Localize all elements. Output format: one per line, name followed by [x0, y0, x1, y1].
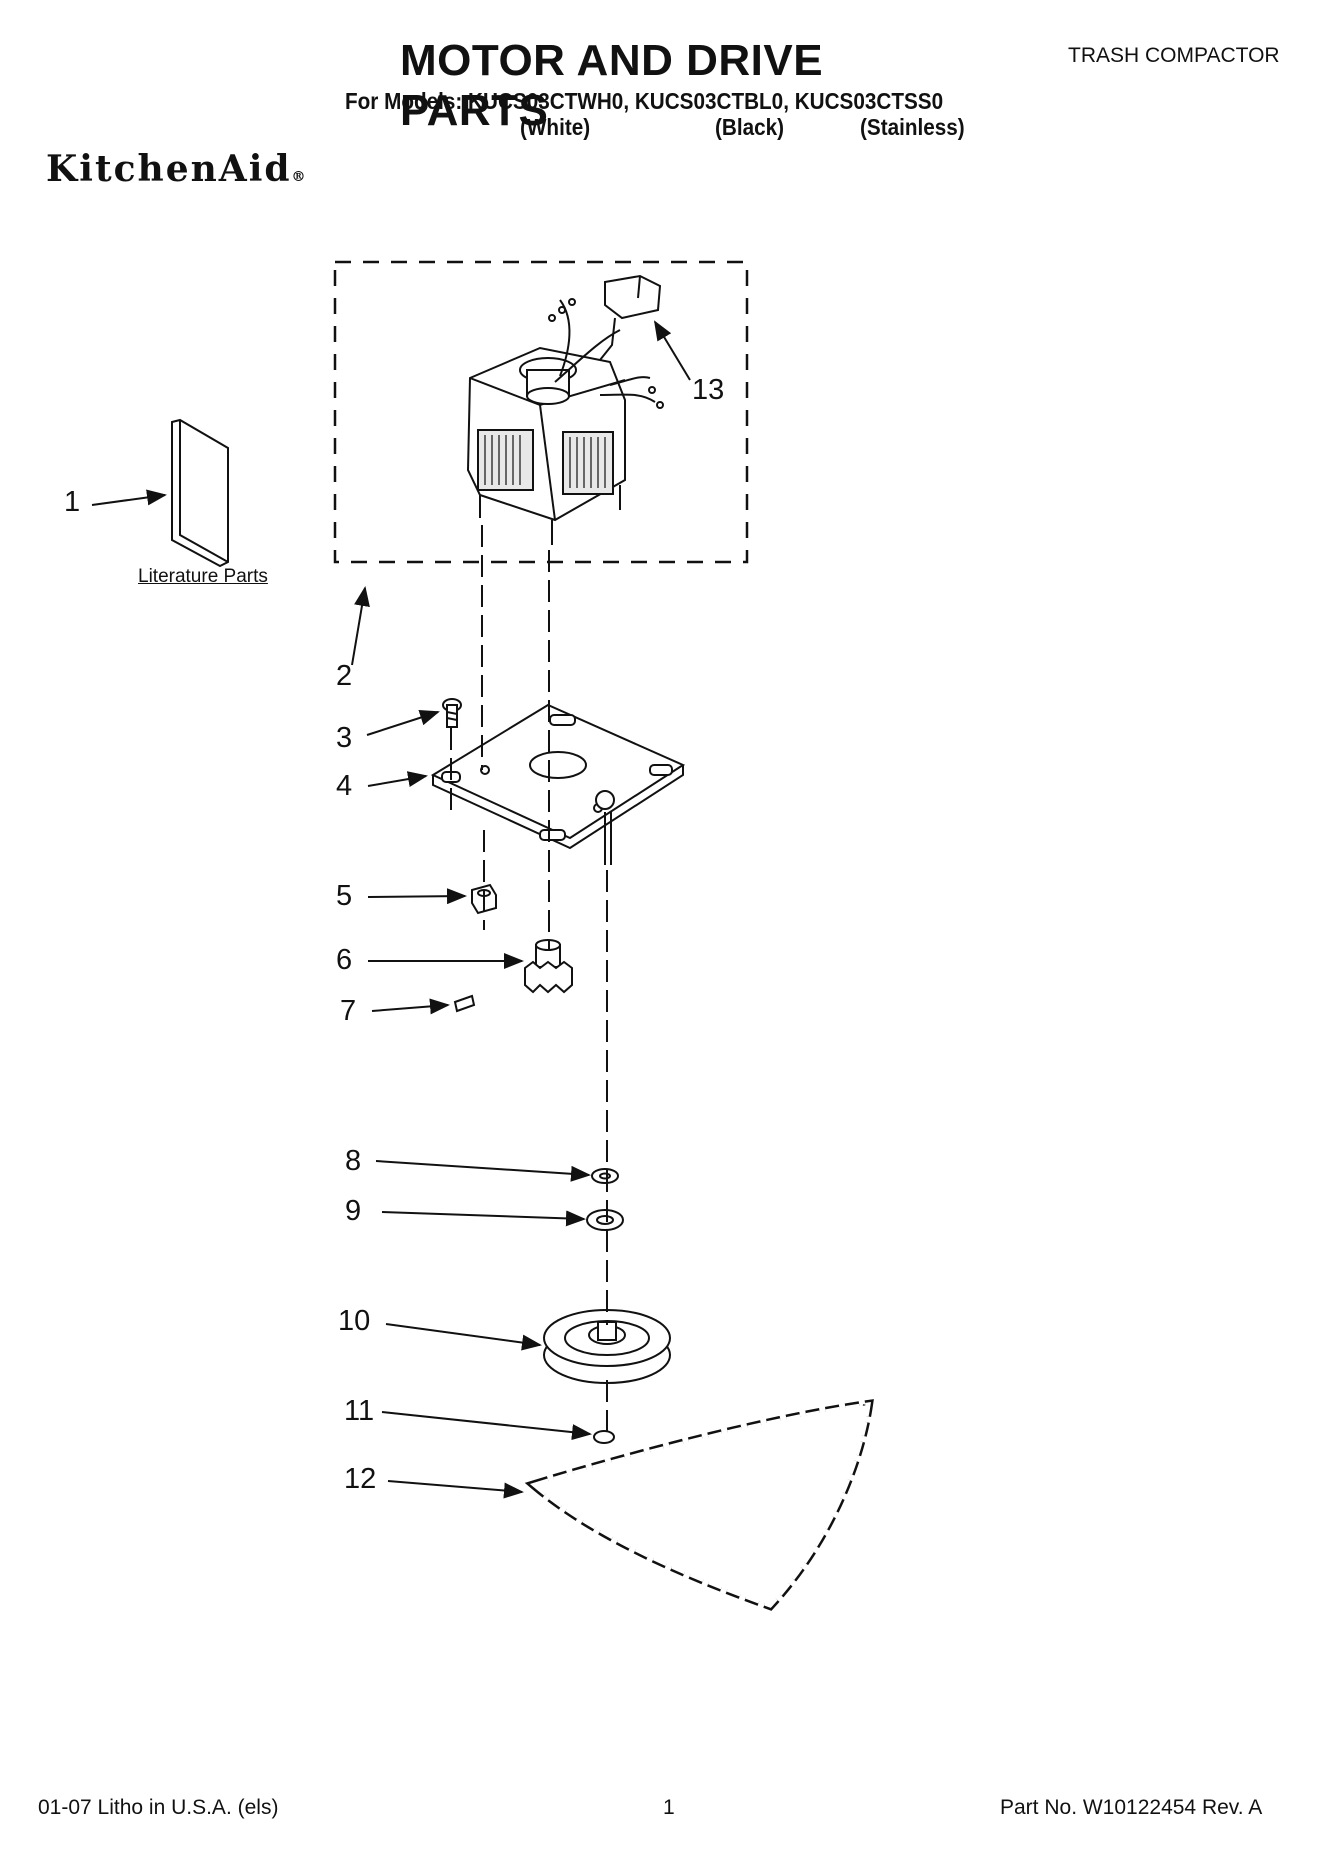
screw-drawing: [442, 698, 462, 728]
small-sprocket-drawing: [524, 939, 573, 994]
variant-white: (White): [520, 114, 591, 140]
brand-logo: KitchenAid®: [46, 148, 308, 190]
callout-1: 1: [64, 486, 81, 518]
page-title: MOTOR AND DRIVE PARTS: [400, 36, 824, 135]
variant-black: (Black): [715, 114, 785, 140]
motor-drawing: [466, 298, 664, 545]
callout-2: 2: [336, 660, 353, 692]
page-number: 1: [663, 1796, 675, 1819]
set-screw-drawing: [453, 994, 476, 1013]
small-washer-drawing: [591, 1168, 619, 1184]
variant-stainless: (Stainless): [860, 114, 965, 140]
clip-drawing: [593, 1430, 615, 1444]
callout-4: 4: [336, 770, 353, 802]
washer-drawing: [586, 1209, 624, 1231]
callout-13: 13: [692, 374, 725, 406]
callout-3: 3: [336, 722, 353, 754]
callout-6: 6: [336, 944, 353, 976]
literature-parts-caption: Literature Parts: [138, 566, 268, 587]
callout-7: 7: [340, 995, 357, 1027]
chain-drawing: [524, 1399, 874, 1611]
callout-9: 9: [345, 1195, 362, 1227]
callout-11: 11: [344, 1395, 375, 1427]
mounting-plate-drawing: [430, 703, 686, 865]
literature-booklet-drawing: [171, 418, 229, 568]
terminal-block-drawing: [599, 274, 662, 361]
models-line: For Models: KUCS03CTWH0, KUCS03CTBL0, KU…: [345, 88, 944, 114]
callout-10: 10: [338, 1305, 371, 1337]
callout-5: 5: [336, 880, 353, 912]
part-number: Part No. W10122454 Rev. A: [1000, 1796, 1263, 1819]
litho-note: 01-07 Litho in U.S.A. (els): [38, 1796, 279, 1819]
product-category: TRASH COMPACTOR: [1068, 44, 1280, 67]
motor-assembly-box: [333, 260, 749, 564]
callout-12: 12: [344, 1463, 377, 1495]
large-sprocket-drawing: [543, 1309, 671, 1384]
callout-8: 8: [345, 1145, 362, 1177]
